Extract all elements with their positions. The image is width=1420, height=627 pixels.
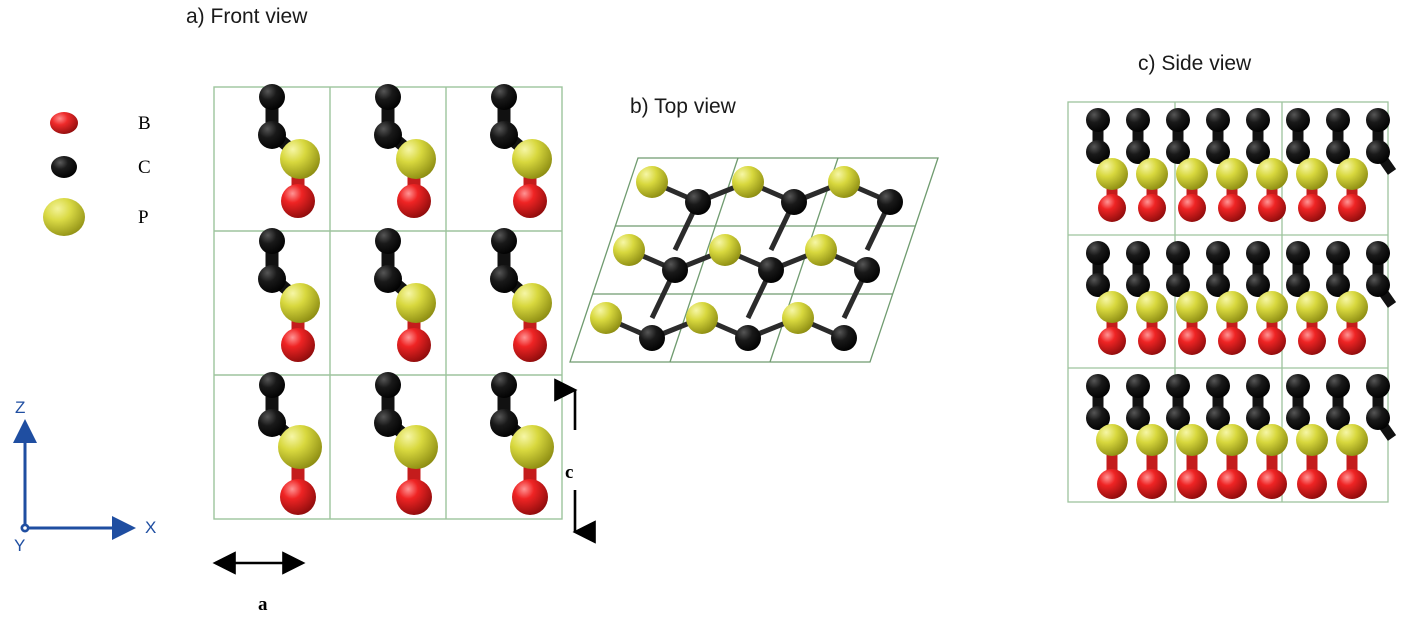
dimension-a-arrow (212, 551, 306, 575)
top-view-atoms (590, 166, 903, 351)
atom-columns (258, 84, 554, 515)
axis-label-x: X (145, 518, 157, 537)
legend-graphic (43, 112, 85, 236)
top-view-graphic (569, 157, 939, 363)
dimension-c (554, 378, 596, 544)
panel-c-label: c) Side view (1138, 52, 1252, 75)
dimension-c-label: c (565, 462, 574, 483)
axis-triad-graphic (12, 419, 136, 540)
side-view-structure (1050, 80, 1410, 530)
unit-cell-grid (213, 86, 563, 520)
front-view-graphic (213, 84, 563, 520)
legend-label-boron: B (138, 113, 151, 134)
legend-label-phosphorus: P (138, 207, 149, 228)
dimension-c-arrow (554, 378, 596, 544)
legend-sphere-carbon (51, 156, 77, 178)
panel-b-label: b) Top view (630, 95, 736, 118)
dimension-a (205, 548, 325, 578)
front-view-structure (200, 75, 580, 555)
legend: B C P (40, 105, 200, 255)
top-view-structure (569, 140, 970, 380)
side-view-layers (1086, 108, 1397, 499)
axis-triad: Z X Y (5, 398, 180, 560)
legend-sphere-boron (50, 112, 78, 134)
legend-sphere-phosphorus (43, 198, 85, 236)
dimension-a-label: a (258, 594, 268, 615)
axis-label-z: Z (15, 398, 26, 417)
axis-label-y: Y (14, 536, 26, 555)
legend-label-carbon: C (138, 157, 151, 178)
panel-a-label: a) Front view (186, 5, 308, 28)
side-view-graphic (1067, 101, 1397, 503)
